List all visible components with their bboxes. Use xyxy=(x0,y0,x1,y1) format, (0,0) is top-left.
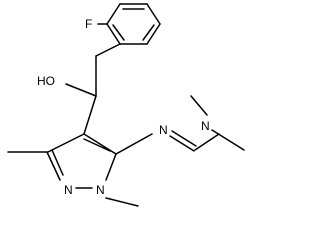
bond xyxy=(83,95,97,135)
methyl-bond xyxy=(211,129,245,151)
imine-nitrogen-label: N xyxy=(159,123,168,137)
bond xyxy=(47,133,85,153)
pyrazole-ring xyxy=(46,133,117,189)
fluorine-label: F xyxy=(85,17,92,31)
bond xyxy=(106,23,121,45)
bond xyxy=(83,133,117,155)
double-bond-inner xyxy=(112,24,125,41)
bond xyxy=(146,3,161,25)
dimethylamino-nitrogen-label: N xyxy=(201,119,210,133)
bond xyxy=(46,151,61,181)
ring-nitrogen-label: N xyxy=(96,183,105,197)
double-bond-inner xyxy=(83,138,111,152)
double-bond-inner xyxy=(51,149,64,176)
bond xyxy=(105,153,117,181)
bond xyxy=(115,133,153,155)
bond xyxy=(194,133,220,151)
double-bond xyxy=(171,130,197,147)
double-bond xyxy=(169,135,195,152)
ring-nitrogen-label: N xyxy=(64,183,73,197)
methyl-bond xyxy=(105,197,139,207)
bond xyxy=(106,3,121,25)
bond-c-o xyxy=(65,83,97,97)
bond xyxy=(95,43,121,57)
methyl-bond xyxy=(190,95,208,116)
hydroxyl-label: HO xyxy=(37,74,55,88)
fluorophenyl-ring xyxy=(106,3,161,45)
chemical-structure-diagram: F HO N N N N xyxy=(7,3,245,207)
double-bond-inner xyxy=(142,24,155,41)
bond xyxy=(146,23,161,45)
